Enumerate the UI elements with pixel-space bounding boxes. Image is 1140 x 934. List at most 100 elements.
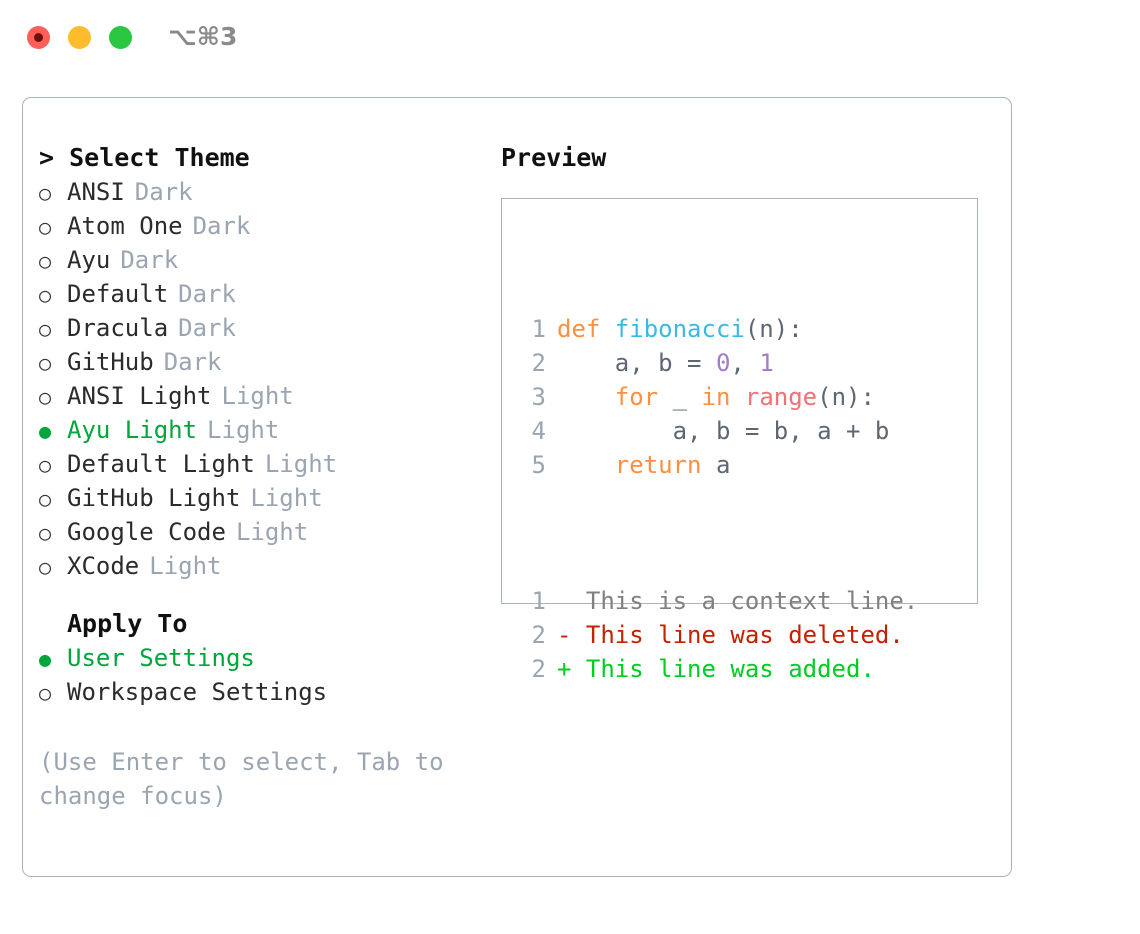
code-token-plain — [730, 383, 744, 411]
preview-header: Preview — [501, 143, 607, 172]
radio-unselected-icon: ○ — [39, 181, 52, 205]
code-token-plain: (n): — [817, 383, 875, 411]
code-token-keyword: in — [701, 383, 731, 411]
apply-to-list: ●User Settings ○ Workspace Settings — [39, 641, 494, 709]
radio-unselected-icon: ○ — [39, 317, 52, 341]
theme-item-label: Atom One — [67, 212, 183, 240]
hint-gap — [39, 709, 494, 745]
close-button[interactable] — [27, 26, 50, 49]
theme-list-item[interactable]: ○ Atom One Dark — [39, 209, 494, 243]
apply-to-item[interactable]: ○ Workspace Settings — [39, 675, 494, 709]
code-line-text: a, b = 0, 1 — [546, 346, 774, 380]
line-number: 1 — [531, 315, 546, 343]
theme-variant-badge: Dark — [120, 246, 179, 274]
theme-item-label: GitHub — [67, 348, 154, 376]
code-token-call: range — [744, 383, 818, 411]
code-line-text: a, b = b, a + b — [546, 414, 890, 448]
theme-list-item[interactable]: ○ Dracula Dark — [39, 311, 494, 345]
theme-item-label: Default — [67, 280, 169, 308]
diff-line-text: + This line was added. — [546, 652, 875, 686]
radio-unselected-icon: ○ — [39, 215, 52, 239]
theme-item-label: GitHub Light — [67, 484, 241, 512]
theme-list-item[interactable]: ○ ANSI Dark — [39, 175, 494, 209]
diff-block: 1 This is a context line.2- This line wa… — [514, 584, 919, 686]
window-controls — [27, 26, 132, 49]
theme-variant-badge: Dark — [134, 178, 193, 206]
code-token-plain: , — [730, 349, 760, 377]
theme-item-label: Ayu — [67, 246, 111, 274]
radio-unselected-icon: ○ — [39, 487, 52, 511]
theme-variant-badge: Light — [149, 552, 222, 580]
code-line-text: for _ in range(n): — [546, 380, 875, 414]
diff-text: This line was deleted. — [571, 621, 904, 649]
theme-variant-badge: Light — [235, 518, 309, 546]
apply-to-item[interactable]: ●User Settings — [39, 641, 494, 675]
radio-unselected-icon: ○ — [39, 521, 52, 545]
line-number: 2 — [531, 655, 546, 683]
code-token-plain: a, b = b, a + b — [557, 417, 890, 445]
code-token-plain: (n): — [744, 315, 803, 343]
code-token-keyword: for — [614, 383, 659, 411]
maximize-button[interactable] — [109, 26, 132, 49]
keyboard-shortcut-label: ⌥⌘3 — [168, 22, 238, 51]
theme-item-label: ANSI Light — [67, 382, 212, 410]
diff-line-deleted: 2- This line was deleted. — [514, 618, 918, 652]
code-token-function: fibonacci — [614, 315, 745, 343]
minimize-button[interactable] — [68, 26, 91, 49]
line-number: 3 — [531, 383, 546, 411]
theme-item-label: Dracula — [67, 314, 169, 342]
code-token-keyword: return — [614, 451, 702, 479]
theme-list-item[interactable]: ○ Google Code Light — [39, 515, 494, 549]
radio-selected-icon: ● — [39, 647, 52, 671]
theme-item-label: ANSI — [67, 178, 125, 206]
code-line-text: def fibonacci(n): — [546, 312, 803, 346]
apply-to-header: Apply To — [67, 609, 188, 638]
line-number: 2 — [531, 621, 546, 649]
diff-sign — [557, 587, 571, 615]
code-token-plain — [557, 383, 615, 411]
radio-unselected-icon: ○ — [39, 681, 52, 705]
theme-list-item[interactable]: ○ XCode Light — [39, 549, 494, 583]
code-line: 3 for _ in range(n): — [514, 380, 918, 414]
theme-variant-badge: Dark — [163, 348, 222, 376]
diff-text: This is a context line. — [571, 587, 919, 615]
theme-item-label: Google Code — [67, 518, 226, 546]
diff-text: This line was added. — [571, 655, 875, 683]
code-token-number: 0 — [715, 349, 731, 377]
theme-variant-badge: Light — [221, 382, 294, 410]
line-number: 4 — [531, 417, 546, 445]
code-token-plain: a — [701, 451, 731, 479]
theme-item-label: Ayu Light — [67, 416, 198, 444]
theme-variant-badge: Light — [207, 416, 280, 444]
theme-variant-badge: Dark — [192, 212, 251, 240]
line-number: 2 — [531, 349, 546, 377]
apply-to-label: Workspace Settings — [67, 678, 328, 706]
select-theme-header: > Select Theme — [39, 143, 250, 172]
line-number: 5 — [531, 451, 546, 479]
code-token-plain: _ — [658, 383, 702, 411]
section-gap — [39, 583, 494, 607]
radio-unselected-icon: ○ — [39, 555, 52, 579]
theme-variant-badge: Dark — [178, 314, 236, 342]
code-token-plain: a, b = — [557, 349, 716, 377]
diff-line-context: 1 This is a context line. — [514, 584, 919, 618]
theme-item-label: XCode — [67, 552, 140, 580]
keyboard-hint-text: (Use Enter to select, Tab to change focu… — [39, 748, 459, 810]
radio-unselected-icon: ○ — [39, 453, 52, 477]
theme-variant-badge: Light — [250, 484, 323, 512]
theme-list-item[interactable]: ○ GitHub Light Light — [39, 481, 494, 515]
